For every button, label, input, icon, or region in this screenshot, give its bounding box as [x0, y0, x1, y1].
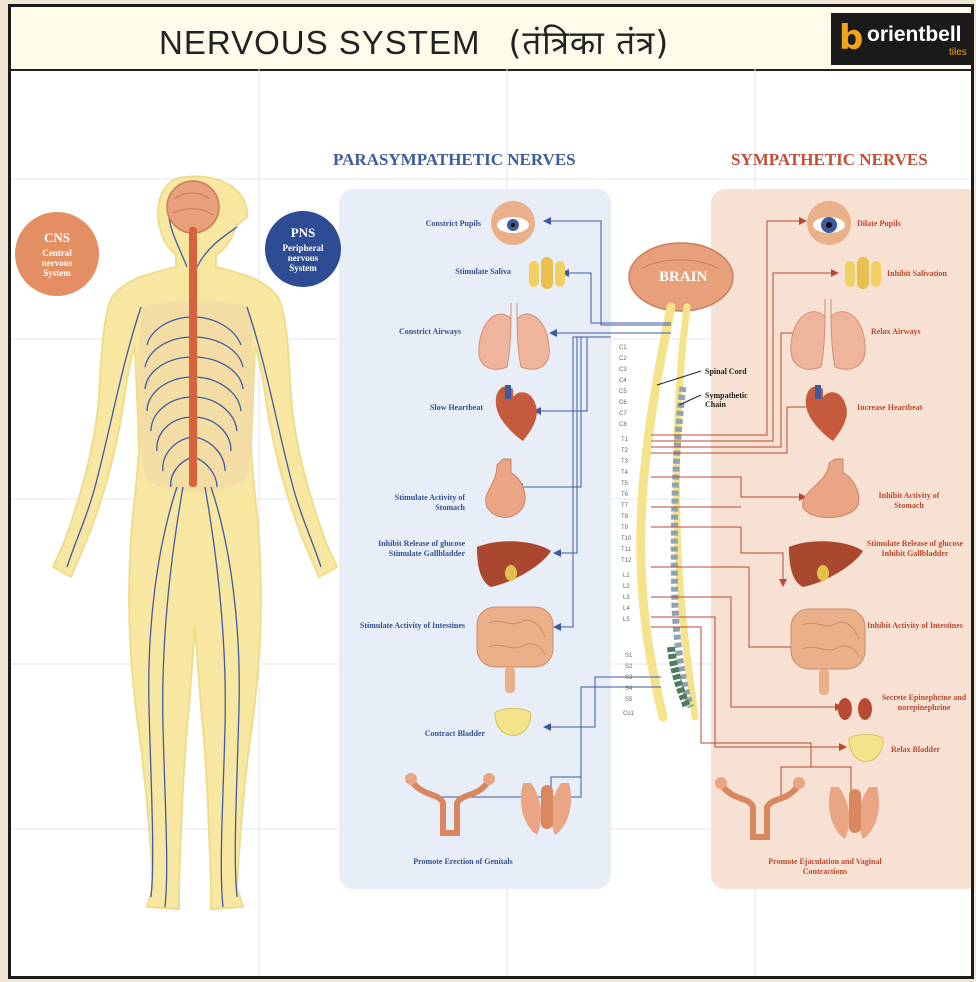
para-label-glucose: Inhibit Release of glucose Stimulate Gal…	[355, 539, 465, 559]
symp-label-intestines: Inhibit Activity of Intestines	[867, 621, 963, 631]
nerve-connections	[11, 7, 971, 979]
segment-t7: T7	[621, 503, 628, 509]
symp-stomach-icon	[803, 459, 859, 518]
segment-t9: T9	[621, 525, 628, 531]
segment-t5: T5	[621, 481, 628, 487]
para-label-pupils: Constrict Pupils	[371, 219, 481, 229]
segment-l3: L3	[623, 595, 630, 601]
symp-label-heartbeat: Increase Heartbeat	[857, 403, 967, 413]
symp-salivary-gland-icon	[845, 257, 881, 289]
segment-s1: S1	[625, 653, 632, 659]
symp-label-glucose: Stimulate Release of glucose Inhibit Gal…	[863, 539, 967, 559]
symp-label-stomach: Inhibit Activity of Stomach	[863, 491, 955, 511]
symp-liver-icon	[789, 541, 863, 587]
symp-intestines-icon	[791, 609, 865, 695]
para-salivary-gland-icon	[529, 257, 565, 289]
symp-lungs-icon	[791, 299, 865, 369]
para-female-reproductive-icon	[405, 773, 495, 833]
segment-s4: S4	[625, 686, 632, 692]
symp-eye-icon	[807, 201, 851, 245]
para-lungs-icon	[479, 303, 549, 369]
para-liver-icon	[477, 541, 551, 587]
segment-t12: T12	[621, 558, 631, 564]
para-male-reproductive-icon	[521, 783, 571, 835]
segment-c2: C2	[619, 356, 627, 362]
segment-l5: L5	[623, 617, 630, 623]
symp-label-adrenal: Secrete Epinephrine and norepinephrine	[879, 693, 969, 713]
symp-label-airways: Relax Airways	[871, 327, 971, 337]
para-label-stomach: Stimulate Activity of Stomach	[383, 493, 465, 513]
parasympathetic-lines	[443, 221, 671, 807]
para-label-saliva: Stimulate Saliva	[401, 267, 511, 277]
segment-c5: C5	[619, 389, 627, 395]
segment-t6: T6	[621, 492, 628, 498]
para-intestines-icon	[477, 607, 553, 693]
para-label-genitals: Promote Erection of Genitals	[413, 857, 513, 867]
para-eye-icon	[491, 201, 535, 245]
para-label-airways: Constrict Airways	[351, 327, 461, 337]
symp-label-salivation: Inhibit Salivation	[887, 269, 974, 279]
spinal-cord	[641, 307, 695, 717]
segment-s3: S3	[625, 675, 632, 681]
segment-c7: C7	[619, 411, 627, 417]
segment-c8: C8	[619, 422, 627, 428]
poster-frame: NERVOUS SYSTEM(तंत्रिका तंत्र) b orientb…	[8, 4, 974, 979]
segment-l4: L4	[623, 606, 630, 612]
segment-l1: L1	[623, 573, 630, 579]
segment-c3: C3	[619, 367, 627, 373]
para-heart-icon	[496, 385, 537, 441]
symp-label-pupils: Dilate Pupils	[857, 219, 957, 229]
para-label-intestines: Stimulate Activity of Intestines	[355, 621, 465, 631]
symp-adrenal-icon	[838, 698, 872, 720]
para-label-heartbeat: Slow Heartbeat	[373, 403, 483, 413]
segment-t11: T11	[621, 547, 631, 553]
symp-label-bladder: Relax Bladder	[891, 745, 971, 755]
segment-c1: C1	[619, 345, 627, 351]
segment-s2: S2	[625, 664, 632, 670]
segment-t8: T8	[621, 514, 628, 520]
symp-heart-icon	[806, 385, 847, 441]
segment-t10: T10	[621, 536, 631, 542]
para-label-bladder: Contract Bladder	[375, 729, 485, 739]
segment-t1: T1	[621, 437, 628, 443]
symp-label-genitals: Promote Ejaculation and Vaginal Contract…	[755, 857, 895, 877]
segment-t2: T2	[621, 448, 628, 454]
segment-c4: C4	[619, 378, 627, 384]
para-stomach-icon	[486, 459, 525, 518]
symp-bladder-icon	[849, 735, 883, 762]
symp-male-reproductive-icon	[829, 787, 879, 839]
segment-c6: C6	[619, 400, 627, 406]
brain-label: BRAIN	[659, 269, 707, 286]
para-bladder-icon	[495, 709, 531, 736]
segment-s5: S5	[625, 697, 632, 703]
segment-t3: T3	[621, 459, 628, 465]
segment-t4: T4	[621, 470, 628, 476]
spinal-cord-label: Spinal Cord	[705, 367, 747, 376]
segment-l2: L2	[623, 584, 630, 590]
symp-female-reproductive-icon	[715, 777, 805, 837]
sympathetic-chain-label: Sympathetic Chain	[705, 391, 765, 409]
segment-co1: Co1	[623, 711, 634, 717]
